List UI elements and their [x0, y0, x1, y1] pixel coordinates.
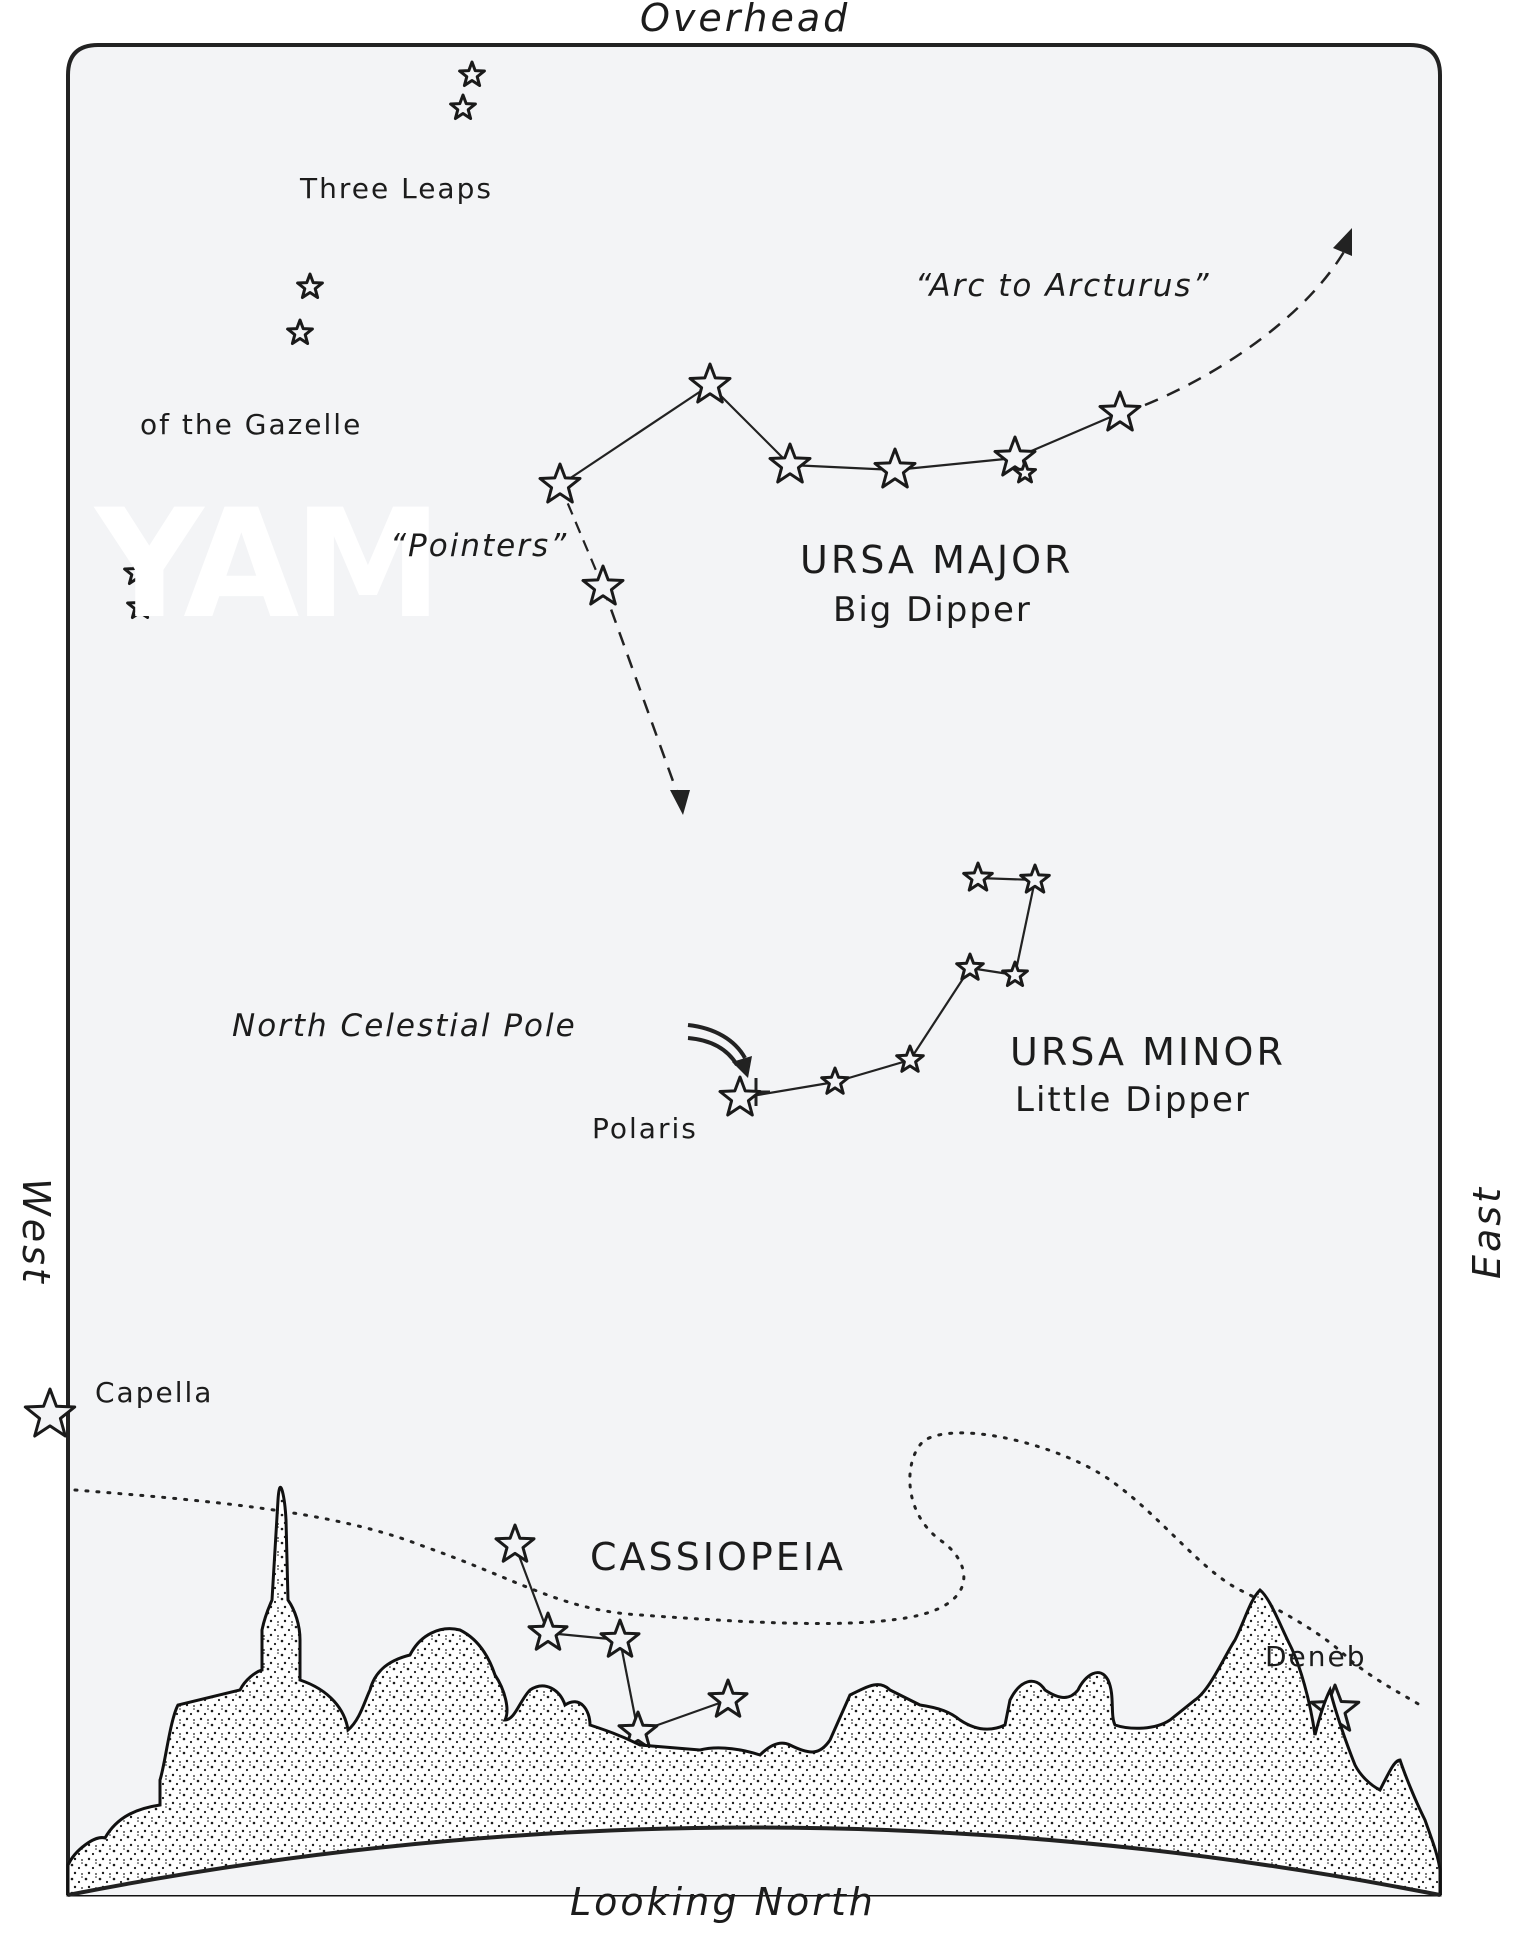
three-leaps-star-5 [123, 558, 151, 585]
ncp-arrow [687, 1023, 752, 1078]
three-leaps-star-6 [126, 592, 154, 619]
cassiopeia-star-3 [599, 1618, 641, 1658]
cassiopeia-star-1 [494, 1523, 536, 1563]
capella-label: Capella [95, 1376, 214, 1409]
three-leaps-star-1 [458, 60, 486, 87]
ursa-major-star-alioth [873, 447, 917, 489]
ursa-major-star-megrez [688, 362, 732, 404]
pointers-note: “Pointers” [390, 528, 569, 564]
chart-frame [66, 43, 1442, 1895]
ursa-major-name: URSA MAJOR [800, 538, 1074, 582]
ursa-minor-star-7 [1019, 863, 1051, 894]
pointers-arrow [601, 586, 690, 815]
ursa-minor-star-2 [820, 1066, 850, 1095]
north-celestial-pole-note: North Celestial Pole [232, 1008, 577, 1044]
overhead-label: Overhead [640, 0, 851, 40]
ursa-major-star-mizar [993, 435, 1037, 477]
east-label: East [1465, 1185, 1509, 1279]
three-leaps-star-2 [449, 93, 477, 120]
ursa-minor-star-4 [955, 952, 985, 981]
ursa-major-star-phecda [768, 442, 812, 484]
three-leaps-label: Three Leaps [300, 172, 493, 205]
horizon-landscape [66, 1485, 1442, 1897]
of-the-gazelle-label: of the Gazelle [140, 408, 363, 441]
ursa-minor-name: URSA MINOR [1010, 1030, 1286, 1074]
arc-to-arcturus-arrow [1144, 228, 1352, 407]
ursa-major-star-dubhe [538, 462, 582, 504]
cassiopeia-star-5 [707, 1678, 749, 1718]
ursa-major-star-merak [581, 564, 625, 606]
ursa-major-star-alkaid [1098, 390, 1142, 432]
ursa-minor-star-polaris [718, 1075, 762, 1117]
ursa-minor-star-6 [962, 861, 994, 892]
watermark: YAM [95, 478, 443, 652]
three-leaps-star-4 [286, 318, 314, 345]
milky-way-lower-edge [73, 1431, 1422, 1707]
ursa-minor-star-3 [895, 1044, 925, 1073]
ursa-major-star-alcor [1013, 460, 1037, 484]
little-dipper-name: Little Dipper [1015, 1080, 1251, 1120]
polaris-label: Polaris [592, 1112, 698, 1145]
three-leaps-star-3 [296, 272, 324, 299]
horizon-arc [67, 1825, 1441, 1897]
capella-star [23, 1387, 77, 1438]
cassiopeia-star-4 [617, 1710, 659, 1750]
deneb-label: Deneb [1265, 1640, 1367, 1673]
ursa-minor-star-5 [1001, 960, 1029, 987]
cassiopeia-name: CASSIOPEIA [590, 1535, 847, 1579]
west-label: West [13, 1178, 58, 1286]
ursa-major-lines [558, 384, 1121, 588]
big-dipper-name: Big Dipper [833, 590, 1032, 630]
arc-to-arcturus-note: “Arc to Arcturus” [915, 268, 1211, 304]
looking-north-label: Looking North [570, 1880, 876, 1924]
cassiopeia-star-2 [527, 1611, 569, 1651]
